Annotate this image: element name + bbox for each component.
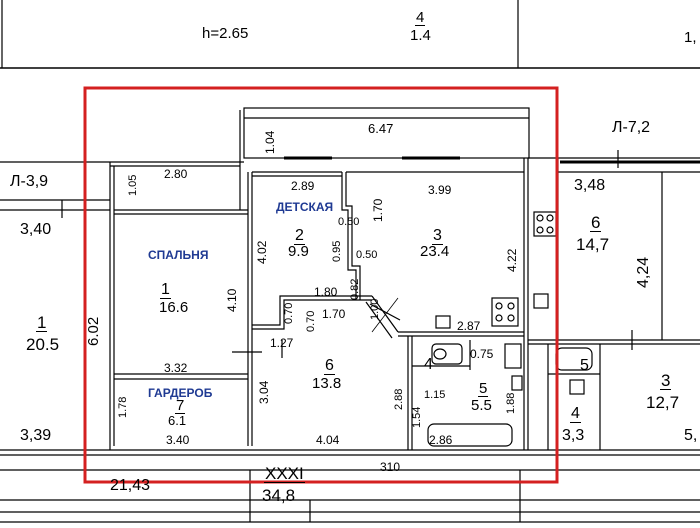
- dim-0-95: 0.95: [331, 240, 343, 262]
- neighbor-right-424: 4,24: [635, 256, 652, 288]
- dim-1-15: 1.15: [424, 389, 446, 401]
- room-number-bedroom: 1: [160, 281, 171, 299]
- dim-3-99: 3.99: [428, 183, 452, 197]
- dim-1-88: 1.88: [505, 392, 517, 414]
- dim-1-70-h: 1.70: [322, 307, 346, 321]
- dim-2-89: 2.89: [291, 179, 315, 193]
- room-number-hall: 6: [324, 357, 335, 375]
- neighbor-left-340: 3,40: [20, 221, 52, 238]
- room-number-3: 3: [432, 227, 443, 245]
- dim-6-47: 6.47: [368, 121, 394, 136]
- room-number-wardrobe: 7: [175, 397, 186, 414]
- neighbor-bottom-2143: 21,43: [110, 477, 151, 494]
- room-area-hall: 13.8: [312, 375, 342, 392]
- dim-0-75: 0.75: [470, 347, 494, 361]
- room-number-bath: 5: [478, 380, 489, 397]
- neighbor-left-room-num: 1: [36, 313, 48, 332]
- room-label-wardrobe: ГАРДЕРОБ: [148, 386, 213, 400]
- neighbor-right-5: 5: [580, 357, 589, 374]
- room-area-3: 23.4: [420, 243, 450, 260]
- dim-4-10: 4.10: [225, 288, 239, 312]
- neighbor-right4-area: 3,3: [562, 427, 585, 444]
- dim-4-04: 4.04: [316, 433, 340, 447]
- neighbor-right4-num: 4: [570, 405, 581, 423]
- selection-frame: [83, 86, 559, 484]
- room-area-bath: 5.5: [471, 397, 492, 414]
- neighbor-left-339: 3,39: [20, 427, 52, 444]
- dim-3-32: 3.32: [164, 361, 188, 375]
- neighbor-right-l72: Л-7,2: [612, 119, 651, 136]
- neighbor-left-room-area: 20.5: [26, 335, 60, 354]
- dim-1-05: 1.05: [127, 174, 139, 196]
- top-right-partial: 1,: [684, 29, 697, 46]
- top-fraction-num: 4: [415, 9, 426, 26]
- dim-2-87: 2.87: [457, 319, 481, 333]
- dim-310: 310: [380, 460, 401, 474]
- neighbor-right6-area: 14,7: [576, 235, 610, 254]
- dim-0-50-a: 0.50: [338, 216, 360, 228]
- neighbor-bottom-xxxi: XXXI: [264, 464, 305, 483]
- dim-1-00: 1.00: [369, 298, 381, 320]
- dim-2-86: 2.86: [429, 433, 453, 447]
- room-number-wc: 4: [424, 356, 433, 373]
- dim-6-02: 6.02: [85, 316, 102, 346]
- neighbor-left-top: Л-3,9: [10, 173, 49, 190]
- room-label-bedroom: СПАЛЬНЯ: [148, 248, 209, 262]
- room-area-wardrobe: 6.1: [168, 413, 187, 428]
- dim-1-27: 1.27: [270, 336, 294, 350]
- dim-1-80: 1.80: [314, 285, 338, 299]
- dim-0-70-b: 0.70: [305, 310, 317, 332]
- dim-2-88: 2.88: [393, 388, 405, 410]
- neighbor-bottom-348: 34,8: [262, 486, 296, 505]
- neighbor-right3-num: 3: [660, 371, 672, 390]
- top-fraction-den: 1.4: [410, 27, 431, 44]
- dim-1-78: 1.78: [117, 396, 129, 418]
- dim-1-54: 1.54: [411, 406, 423, 428]
- dim-3-40: 3.40: [166, 433, 190, 447]
- neighbor-right-348: 3,48: [574, 177, 606, 194]
- room-label-kids: ДЕТСКАЯ: [276, 200, 334, 214]
- dim-1-04: 1.04: [263, 130, 277, 154]
- room-area-kids: 9.9: [288, 243, 309, 260]
- room-area-bedroom: 16.6: [159, 299, 189, 316]
- dim-0-82: 0.82: [349, 278, 361, 300]
- neighbor-right-edge: 5,: [684, 427, 698, 444]
- dim-0-50-b: 0.50: [356, 249, 378, 261]
- room-number-kids: 2: [294, 227, 305, 245]
- neighbor-right3-area: 12,7: [646, 393, 680, 412]
- dim-4-22: 4.22: [505, 248, 519, 272]
- dim-2-80: 2.80: [164, 167, 188, 181]
- dim-1-70-v: 1.70: [371, 198, 385, 222]
- dim-0-70-a: 0.70: [283, 302, 295, 324]
- ceiling-height: h=2.65: [202, 25, 249, 42]
- neighbor-right6-num: 6: [590, 213, 602, 232]
- dim-4-02: 4.02: [255, 240, 269, 264]
- dim-3-04: 3.04: [257, 380, 271, 404]
